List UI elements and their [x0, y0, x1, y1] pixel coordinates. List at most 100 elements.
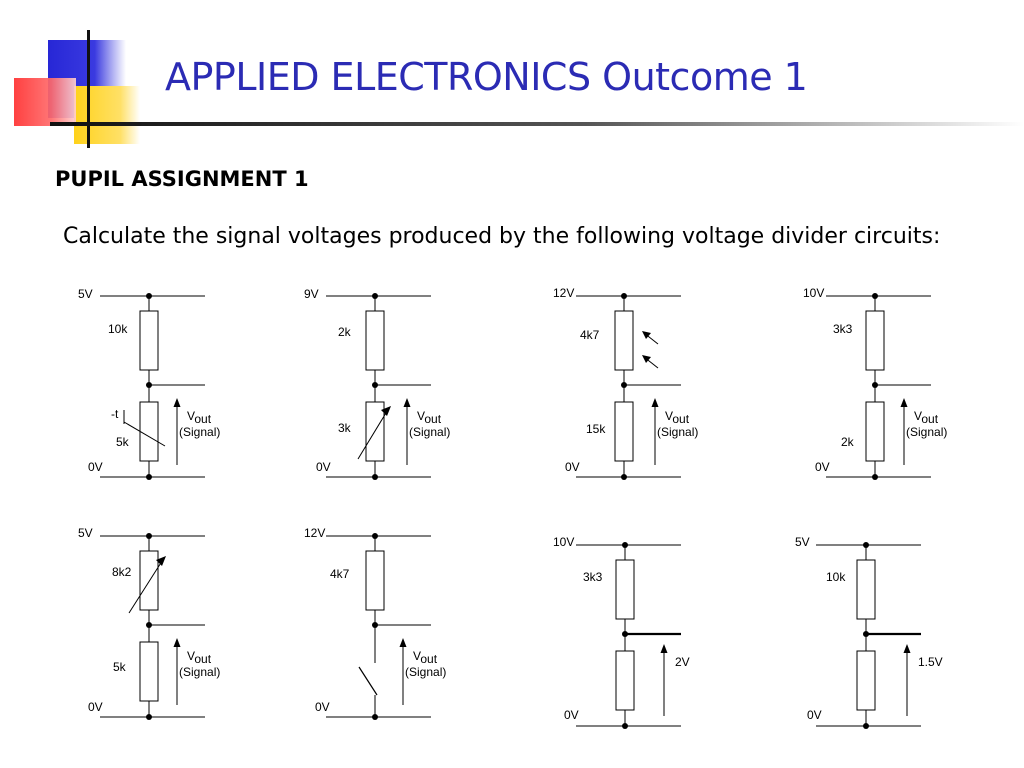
resistor-r2-label: 2k [841, 435, 855, 449]
resistor-r1-label: 10k [826, 570, 846, 584]
ground-voltage-label: 0V [316, 460, 331, 474]
resistor-r1-label: 10k [108, 322, 128, 336]
deco-vertical-line [87, 30, 90, 148]
vout-symbol: V [187, 649, 195, 663]
variable-arrow-line [357, 407, 390, 460]
resistor-r1-label: 3k3 [583, 570, 603, 584]
circuit-1: 5V 10k 5k -t 0V Vout(Signal) [78, 287, 220, 480]
output-arrowhead [173, 398, 181, 407]
circuit-7: 10V 3k3 0V 2V [553, 535, 690, 729]
vout-label: Vout [417, 409, 442, 426]
resistor-r2 [614, 401, 634, 462]
vout-label: Vout [665, 409, 690, 426]
vout-symbol: V [417, 409, 425, 423]
ground-voltage-label: 0V [565, 460, 580, 474]
resistor-r1-label: 2k [338, 325, 352, 339]
circuit-6: 12V 4k7 0V Vout(Signal) [304, 526, 446, 720]
signal-label: (Signal) [906, 425, 947, 439]
thermistor-mark: -t [111, 407, 119, 421]
signal-label: (Signal) [405, 665, 446, 679]
output-arrowhead [660, 644, 668, 653]
slide-title: APPLIED ELECTRONICS Outcome 1 [165, 55, 808, 99]
resistor-r1-label: 4k7 [580, 328, 600, 342]
vout-subscript: out [194, 652, 211, 666]
title-decoration [14, 30, 1024, 148]
deco-yellow-square [74, 86, 140, 144]
signal-label: (Signal) [409, 425, 450, 439]
ground-voltage-label: 0V [815, 460, 830, 474]
supply-voltage-label: 12V [553, 286, 574, 300]
resistor-r1 [614, 310, 634, 371]
signal-label: (Signal) [657, 425, 698, 439]
resistor-r2-label: 15k [586, 422, 606, 436]
vout-label: Vout [413, 649, 438, 666]
resistor-r2 [856, 650, 876, 711]
resistor-r1 [139, 550, 159, 611]
output-voltage-label: 1.5V [918, 655, 943, 669]
resistor-r2 [139, 401, 159, 462]
ground-voltage-label: 0V [88, 700, 103, 714]
resistor-r1 [865, 310, 885, 371]
supply-voltage-label: 5V [795, 535, 810, 549]
ground-voltage-label: 0V [88, 460, 103, 474]
supply-voltage-label: 5V [78, 287, 93, 301]
resistor-r2-label: 3k [338, 421, 352, 435]
supply-voltage-label: 10V [803, 286, 824, 300]
circuit-5: 5V 8k2 5k 0V Vout(Signal) [78, 526, 220, 720]
assignment-heading: PUPIL ASSIGNMENT 1 [55, 167, 309, 191]
variable-arrowhead [156, 556, 166, 566]
vout-subscript: out [672, 412, 689, 426]
resistor-r2 [865, 401, 885, 462]
ground-voltage-label: 0V [807, 708, 822, 722]
light-arrowhead-2 [642, 355, 651, 363]
resistor-r2-label: 5k [113, 660, 127, 674]
ground-voltage-label: 0V [315, 700, 330, 714]
output-arrowhead [900, 398, 908, 407]
output-arrowhead [399, 638, 407, 647]
supply-voltage-label: 9V [304, 287, 319, 301]
resistor-r1 [365, 310, 385, 371]
vout-label: Vout [914, 409, 939, 426]
resistor-r1 [856, 559, 876, 620]
instruction-text: Calculate the signal voltages produced b… [63, 224, 941, 249]
switch-lever [358, 666, 378, 696]
ground-voltage-label: 0V [564, 708, 579, 722]
resistor-r1-label: 8k2 [112, 565, 132, 579]
resistor-r1-label: 4k7 [330, 567, 350, 581]
deco-red-square [14, 78, 76, 126]
vout-subscript: out [420, 652, 437, 666]
resistor-r1-label: 3k3 [833, 322, 853, 336]
light-arrowhead-1 [642, 331, 651, 339]
circuit-2: 9V 2k 3k 0V Vout(Signal) [304, 287, 450, 480]
supply-voltage-label: 12V [304, 526, 325, 540]
resistor-r1 [615, 559, 635, 620]
output-arrowhead [903, 644, 911, 653]
vout-subscript: out [424, 412, 441, 426]
vout-subscript: out [921, 412, 938, 426]
circuit-8: 5V 10k 0V 1.5V [795, 535, 943, 729]
variable-arrow-line [128, 557, 165, 614]
circuit-3: 12V 4k7 15k 0V Vout(Signal) [553, 286, 698, 480]
vout-symbol: V [665, 409, 673, 423]
output-voltage-label: 2V [675, 655, 690, 669]
vout-symbol: V [187, 409, 195, 423]
signal-label: (Signal) [179, 425, 220, 439]
vout-label: Vout [187, 409, 212, 426]
vout-symbol: V [413, 649, 421, 663]
supply-voltage-label: 5V [78, 526, 93, 540]
resistor-r2 [139, 641, 159, 702]
resistor-r2-label: 5k [116, 435, 130, 449]
signal-label: (Signal) [179, 665, 220, 679]
resistor-r1 [139, 310, 159, 371]
resistor-r2 [615, 650, 635, 711]
output-arrowhead [651, 398, 659, 407]
supply-voltage-label: 10V [553, 535, 574, 549]
deco-horizontal-line [50, 122, 1024, 126]
thermistor-line [123, 421, 166, 447]
vout-label: Vout [187, 649, 212, 666]
output-arrowhead [403, 398, 411, 407]
resistor-r1 [365, 550, 385, 611]
variable-arrowhead [381, 406, 391, 416]
circuit-4: 10V 3k3 2k 0V Vout(Signal) [803, 286, 947, 480]
